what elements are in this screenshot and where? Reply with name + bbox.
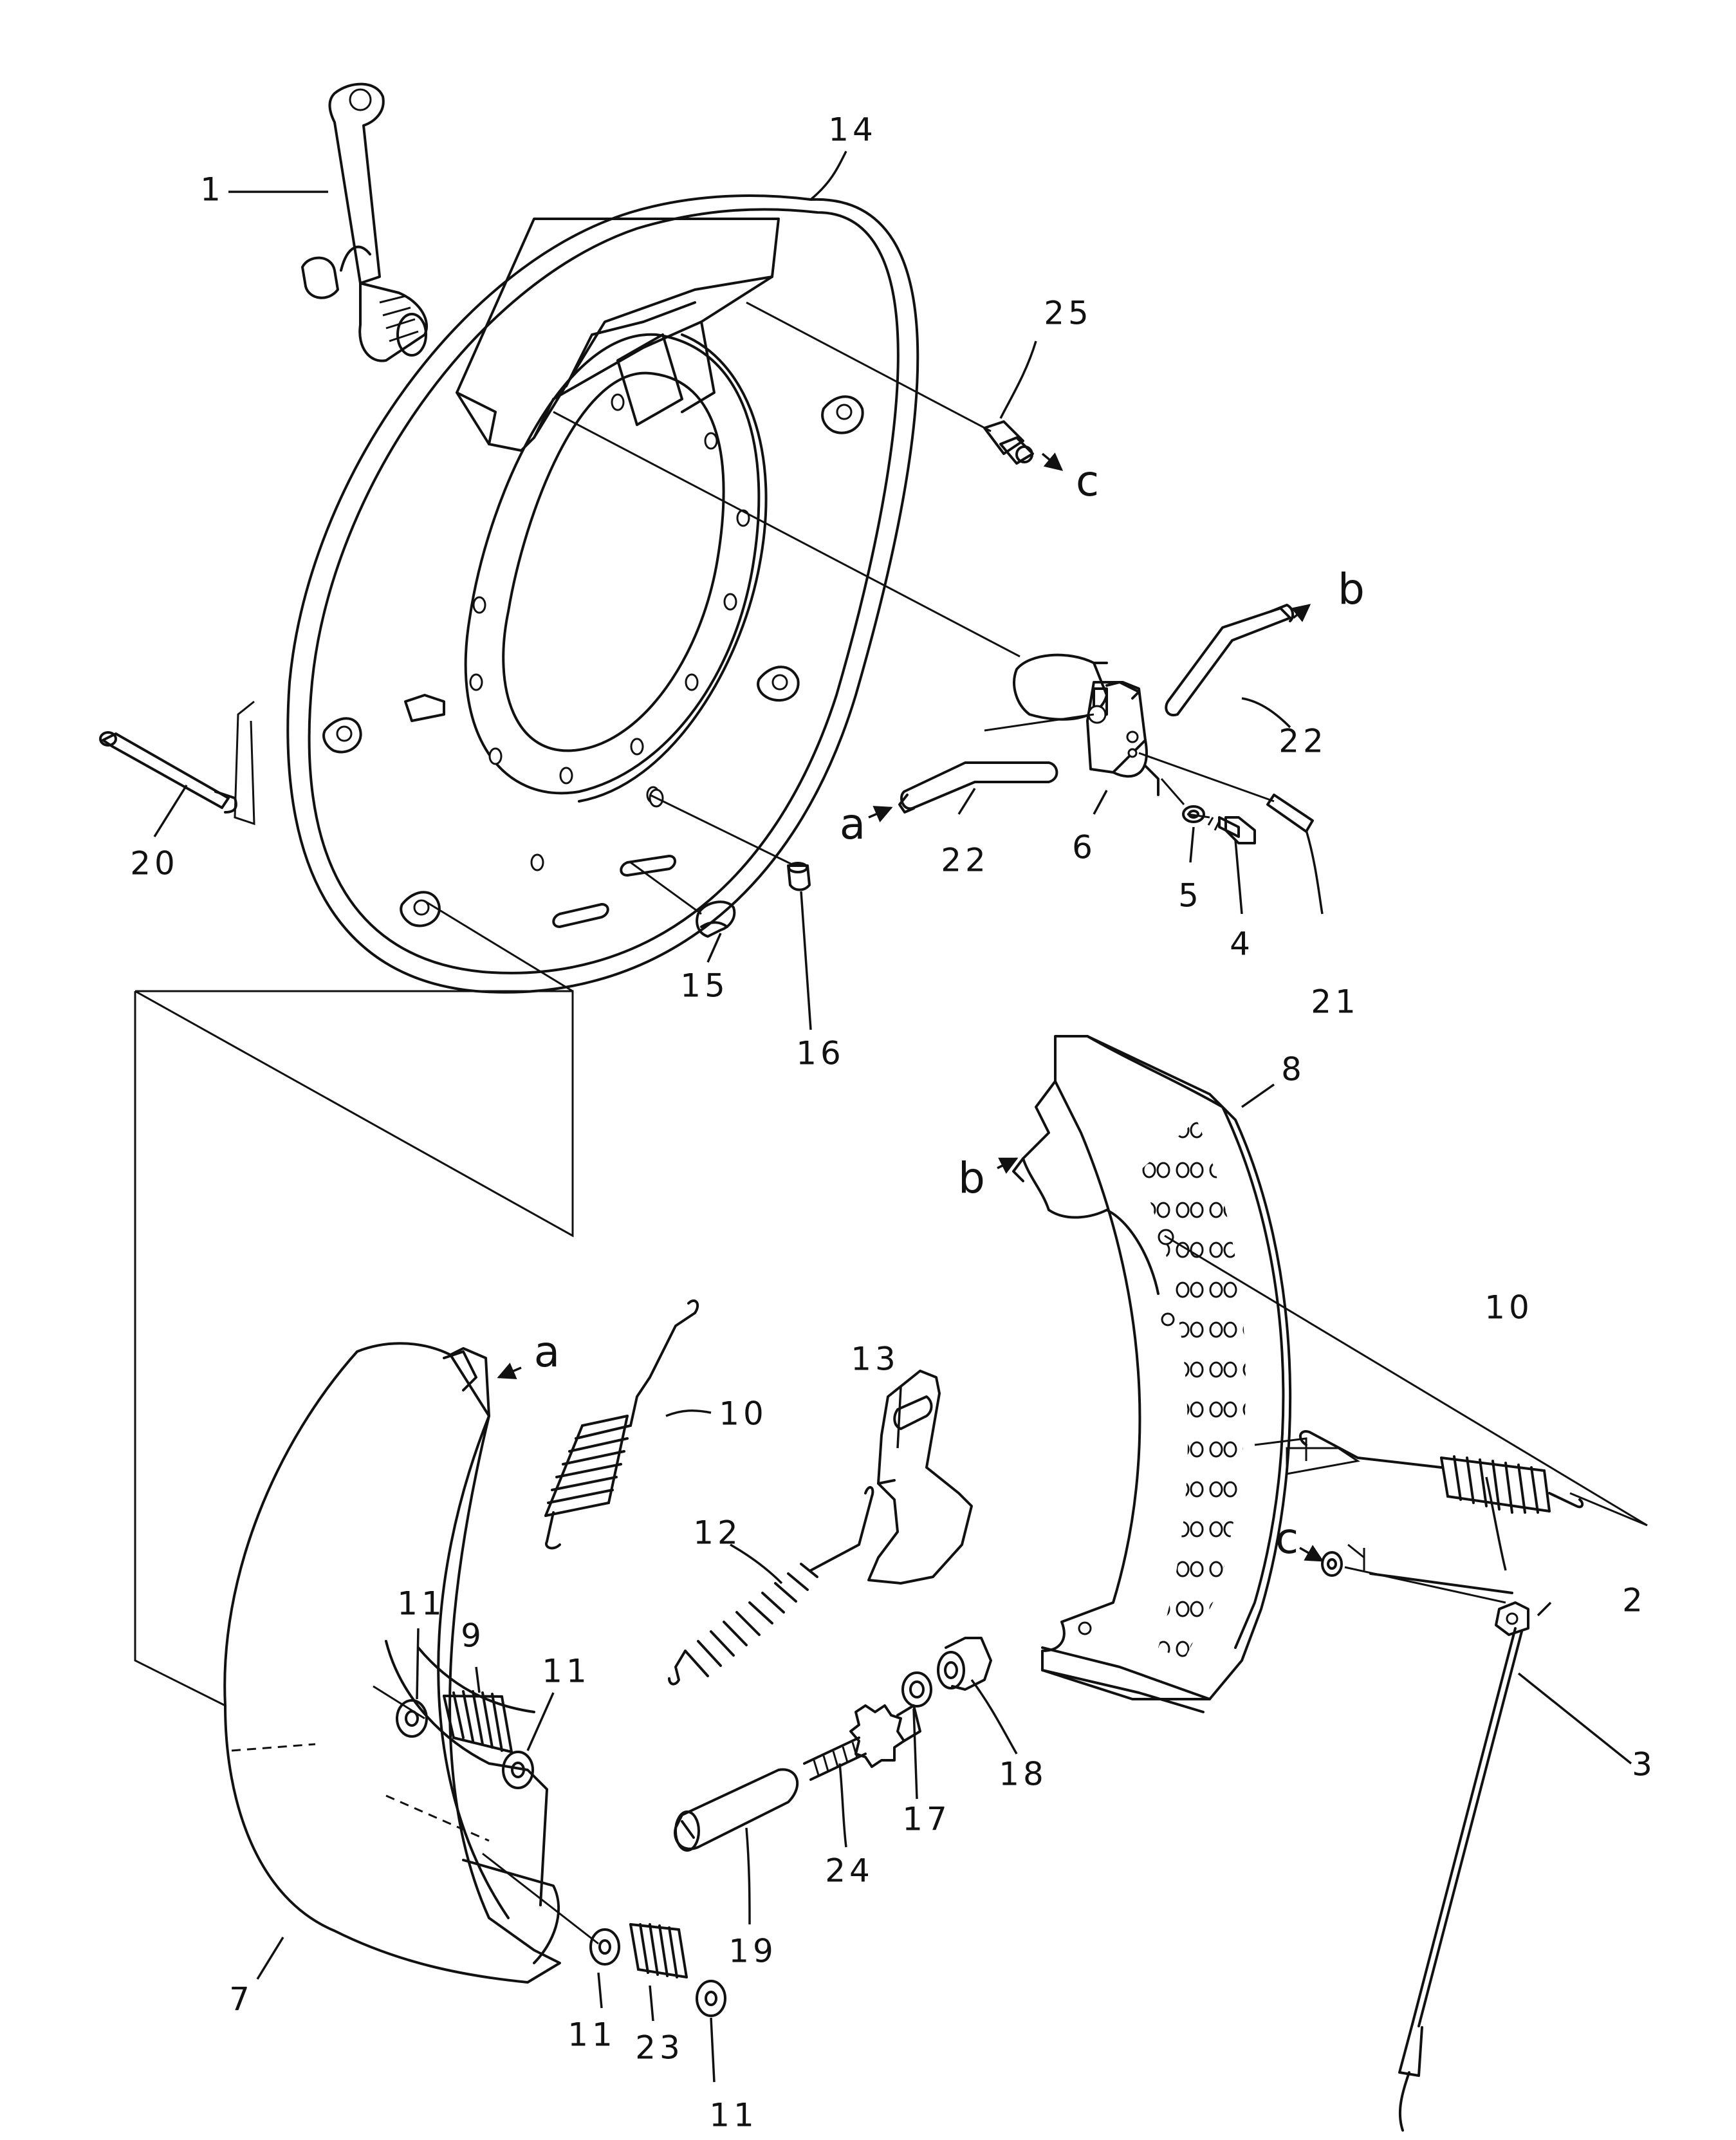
callout-7: 7 bbox=[229, 1981, 254, 2018]
backing-plate bbox=[286, 194, 919, 994]
callout-11-c: 11 bbox=[568, 2016, 616, 2054]
callout-leaders bbox=[153, 151, 1632, 2083]
pin-20 bbox=[99, 731, 237, 814]
callout-12: 12 bbox=[693, 1514, 742, 1552]
sleeve-18 bbox=[937, 1637, 992, 1691]
callout-2: 2 bbox=[1622, 1582, 1647, 1619]
adjuster-screw-24 bbox=[803, 1704, 921, 1781]
adjuster-lever bbox=[867, 1370, 973, 1585]
adjuster-socket-19 bbox=[674, 1768, 799, 1852]
return-spring-right bbox=[1299, 1430, 1584, 1514]
clip-15 bbox=[696, 900, 736, 938]
callout-11-a: 11 bbox=[397, 1585, 446, 1623]
connector-letters: c b a b a c bbox=[534, 456, 1365, 1563]
callout-3: 3 bbox=[1632, 1746, 1656, 1783]
brake-shoe-right bbox=[1012, 1035, 1292, 1713]
connector-a-upper: a bbox=[840, 799, 865, 849]
bleeder-screw bbox=[983, 420, 1034, 465]
bolt-4 bbox=[1207, 816, 1256, 844]
connector-c-lower: c bbox=[1275, 1514, 1298, 1563]
callout-16: 16 bbox=[796, 1035, 845, 1072]
connector-b-upper: b bbox=[1338, 564, 1365, 614]
parking-lever-2 bbox=[1369, 1572, 1529, 1636]
callout-6: 6 bbox=[1072, 829, 1096, 866]
adjuster-spring bbox=[668, 1486, 874, 1686]
callout-19: 19 bbox=[728, 1933, 777, 1970]
brake-lever bbox=[301, 82, 429, 362]
connector-arrows bbox=[497, 452, 1324, 1562]
washer-17 bbox=[901, 1671, 932, 1707]
cup-11-b bbox=[502, 1751, 534, 1789]
callout-10-a: 10 bbox=[719, 1395, 768, 1433]
callout-4: 4 bbox=[1230, 926, 1254, 963]
callout-10-b: 10 bbox=[1484, 1289, 1533, 1326]
connector-c-upper: c bbox=[1076, 456, 1099, 506]
callout-22-b: 22 bbox=[1279, 723, 1327, 760]
callout-numbers: 1 2 3 4 5 6 7 8 9 10 10 11 11 11 11 12 1… bbox=[130, 111, 1656, 2134]
callout-11-d: 11 bbox=[709, 2097, 758, 2134]
callout-21: 21 bbox=[1311, 983, 1360, 1021]
callout-24: 24 bbox=[825, 1852, 874, 1890]
pin-21 bbox=[1266, 794, 1314, 833]
hold-down-spring-23 bbox=[629, 1923, 688, 1978]
cable-washer-c bbox=[1321, 1551, 1343, 1577]
connector-b-lower: b bbox=[958, 1153, 985, 1203]
pushrod-lower bbox=[898, 761, 1058, 814]
connector-a-lower: a bbox=[534, 1327, 560, 1377]
callout-13: 13 bbox=[851, 1341, 900, 1378]
callout-15: 15 bbox=[680, 967, 729, 1005]
parking-cable-3 bbox=[1398, 1627, 1523, 2132]
cup-11-c bbox=[589, 1928, 620, 1966]
callout-25: 25 bbox=[1044, 295, 1093, 332]
cup-11-d bbox=[696, 1980, 726, 2017]
pin-16 bbox=[787, 862, 811, 891]
callout-23: 23 bbox=[635, 2029, 684, 2067]
cup-11-a bbox=[396, 1699, 428, 1738]
callout-9: 9 bbox=[461, 1617, 485, 1655]
callout-14: 14 bbox=[828, 111, 877, 149]
callout-11-b: 11 bbox=[542, 1653, 591, 1690]
callout-18: 18 bbox=[999, 1756, 1048, 1793]
callout-8: 8 bbox=[1281, 1051, 1306, 1088]
wheel-cylinder bbox=[1013, 653, 1159, 796]
hold-down-spring-9 bbox=[443, 1690, 513, 1753]
return-spring-left bbox=[544, 1299, 699, 1550]
callout-5: 5 bbox=[1178, 877, 1203, 915]
pushrod-upper bbox=[1165, 604, 1295, 717]
alignment-lines bbox=[134, 301, 1648, 1945]
callout-17: 17 bbox=[902, 1801, 951, 1838]
brake-shoe-left bbox=[223, 1342, 561, 1984]
callout-1: 1 bbox=[200, 171, 225, 209]
callout-20: 20 bbox=[130, 845, 179, 882]
callout-22-a: 22 bbox=[941, 842, 990, 879]
